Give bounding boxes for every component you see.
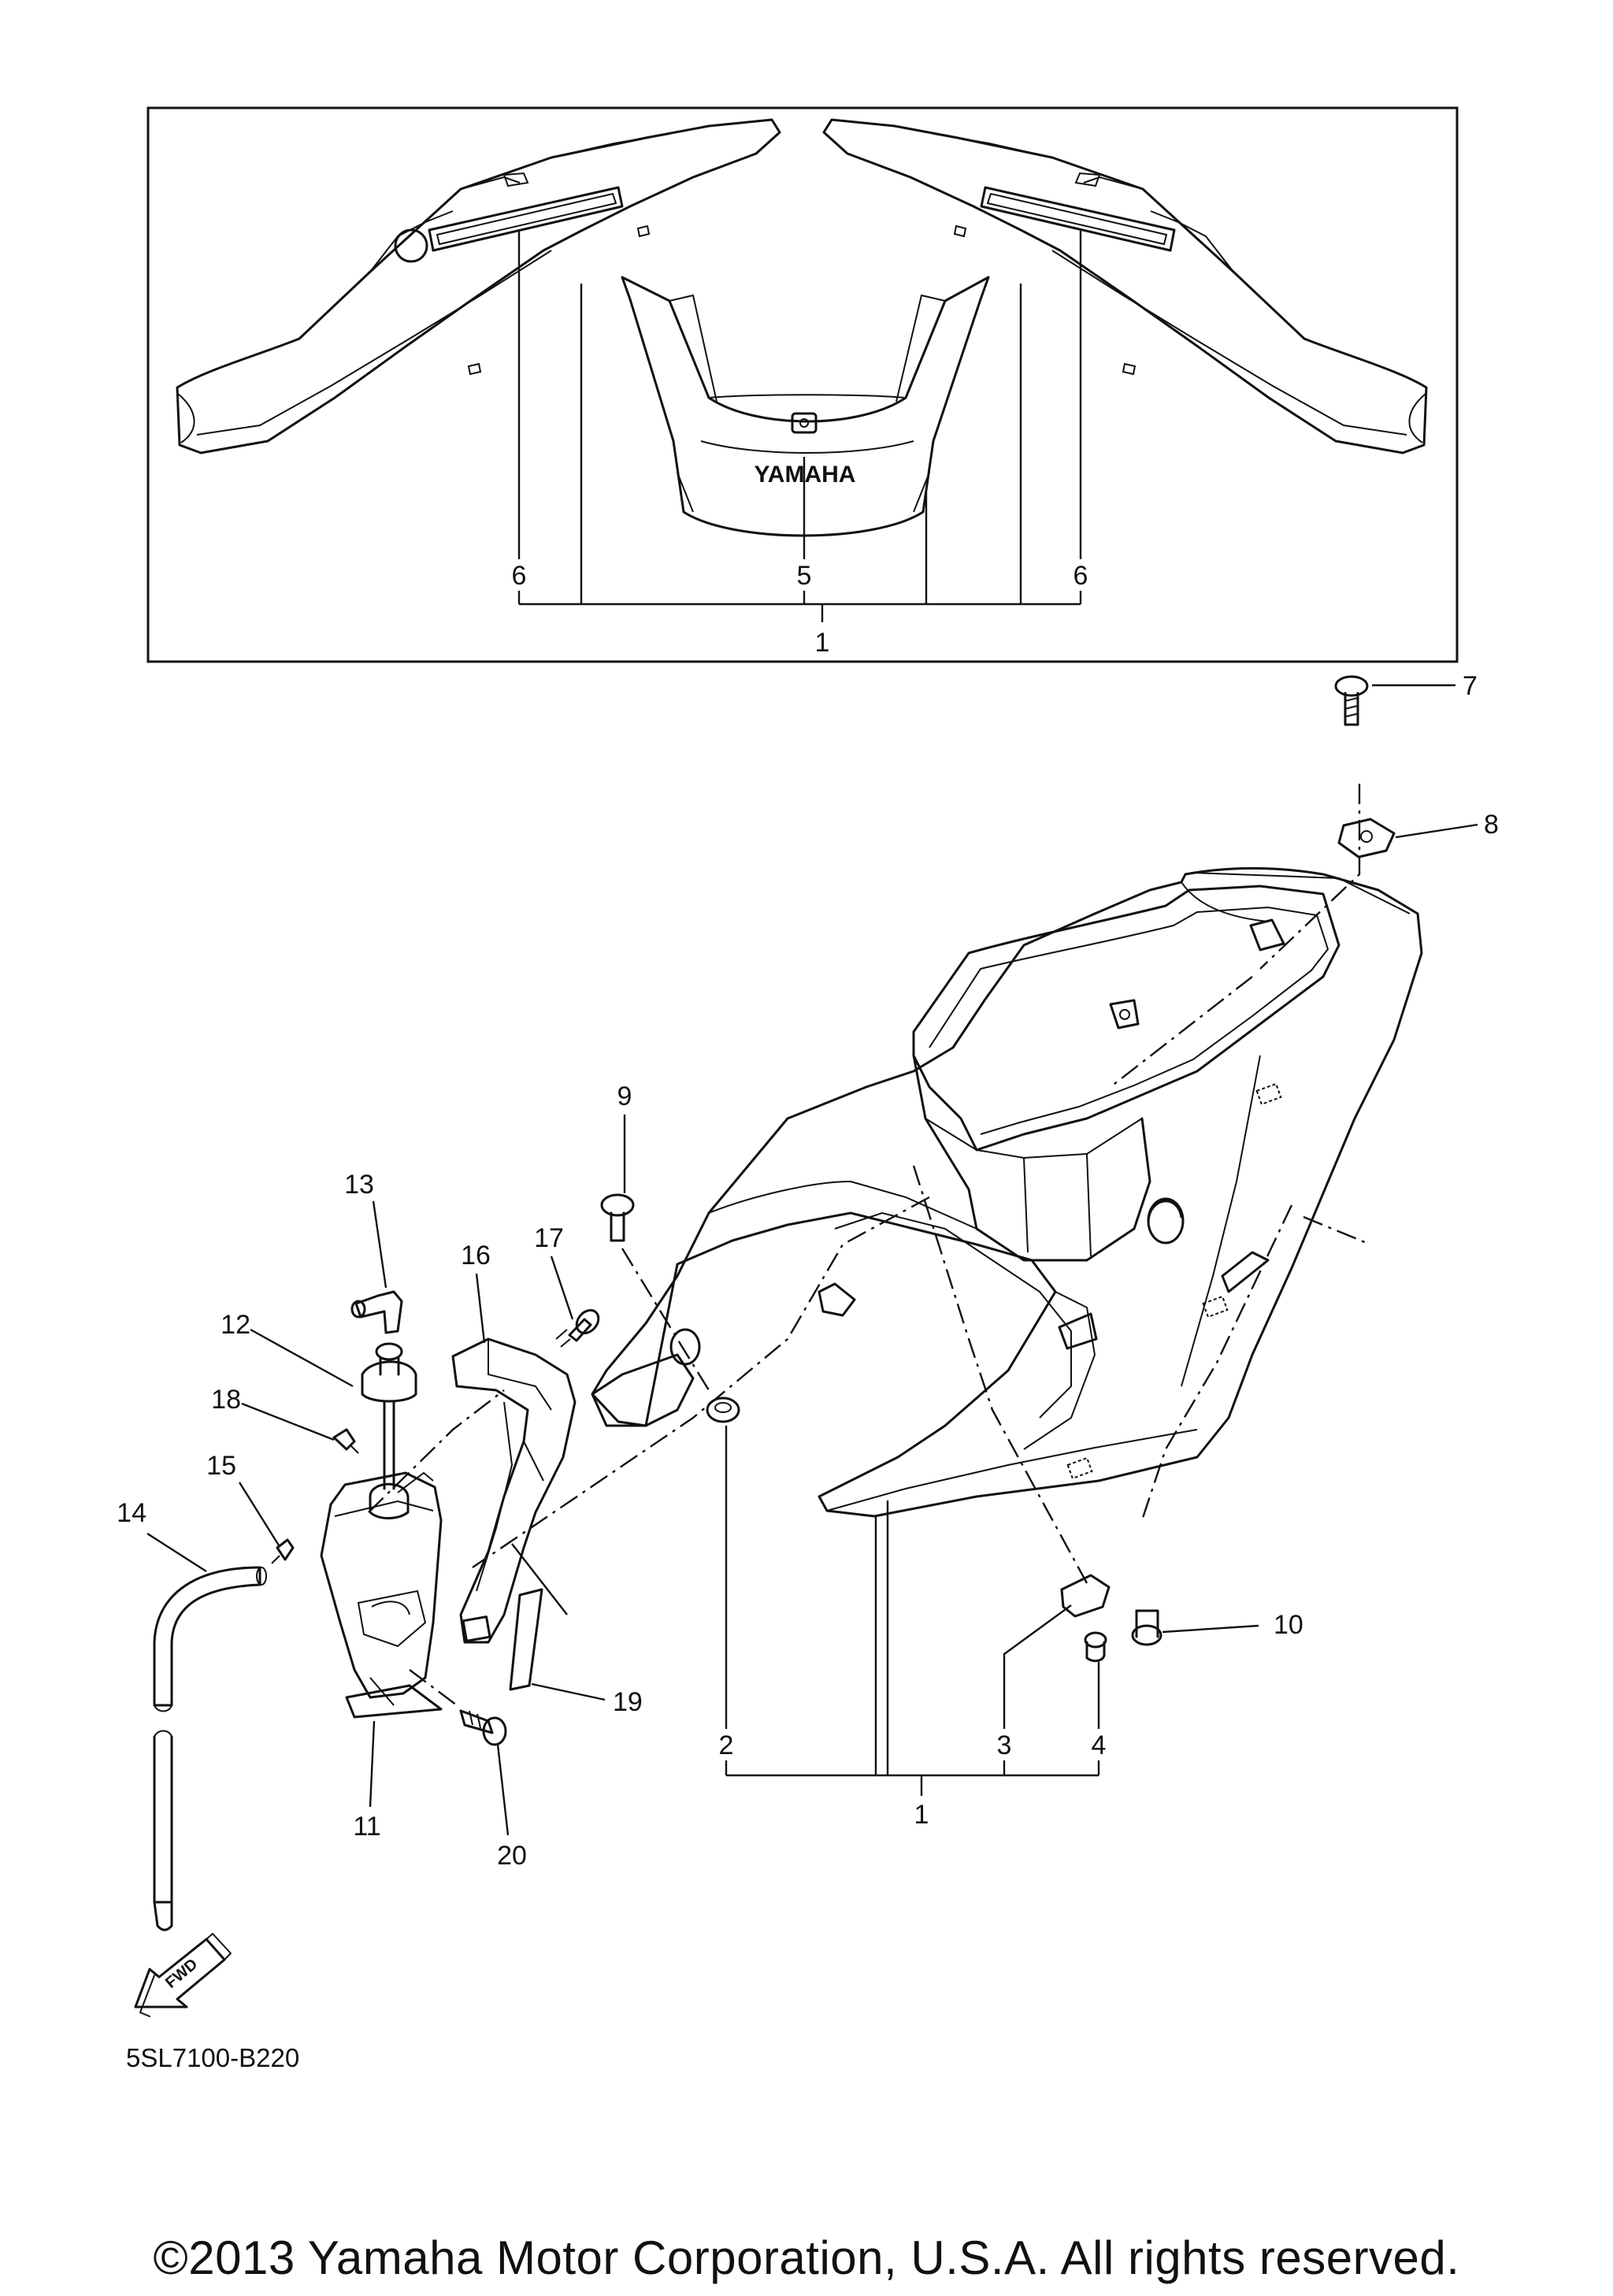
bracket-16	[451, 1337, 577, 1644]
fwd-arrow-icon	[134, 1933, 232, 2017]
hose-14	[153, 1566, 267, 1931]
bolt-20	[459, 1709, 507, 1746]
screw-7	[1334, 675, 1369, 726]
left-dash-lines-2	[409, 1669, 458, 1706]
inset-frame	[146, 106, 1459, 663]
reservoir-tank-11	[320, 1471, 443, 1719]
clip-18	[332, 1428, 359, 1454]
callout-6-right: 6	[1073, 561, 1088, 591]
callout-5: 5	[797, 561, 812, 591]
callout-11: 11	[353, 1812, 380, 1842]
callout-16: 16	[461, 1241, 491, 1270]
callout-8: 8	[1484, 810, 1499, 840]
cushion-19	[509, 1588, 543, 1691]
nut-8	[1337, 818, 1396, 859]
clip-15	[271, 1538, 295, 1564]
callout-9: 9	[617, 1081, 632, 1111]
callout-12: 12	[221, 1310, 250, 1340]
inset-leaders	[517, 230, 1082, 622]
grommet-2	[706, 1397, 740, 1423]
diagram-code: 5SL7100-B220	[126, 2043, 300, 2072]
callout-10: 10	[1274, 1610, 1303, 1640]
callout-6-left: 6	[512, 561, 527, 591]
callout-20: 20	[497, 1841, 527, 1871]
callout-3: 3	[997, 1730, 1012, 1760]
callout-15: 15	[206, 1451, 236, 1481]
callout-13: 13	[344, 1170, 374, 1200]
callout-7: 7	[1463, 671, 1478, 701]
cap-12	[361, 1342, 417, 1490]
lower-leaders	[725, 1426, 1100, 1796]
callout-1-bottom: 1	[914, 1800, 929, 1830]
callout-19: 19	[613, 1687, 643, 1717]
callout-18: 18	[211, 1385, 241, 1415]
center-tail-cowl	[621, 276, 990, 537]
assembly-dash-lines	[472, 784, 1371, 1584]
callout-4: 4	[1092, 1730, 1107, 1760]
left-side-cowl	[176, 118, 781, 454]
callout-17: 17	[534, 1223, 564, 1253]
fitting-13	[350, 1290, 403, 1334]
callout-1-top: 1	[815, 628, 830, 658]
copyright-notice: ©2013 Yamaha Motor Corporation, U.S.A. A…	[153, 2231, 1460, 2284]
left-leaders	[146, 1200, 606, 1836]
callout-2: 2	[719, 1730, 734, 1760]
left-dash-lines	[368, 1389, 505, 1513]
screw-17	[555, 1309, 600, 1348]
callout-14: 14	[117, 1498, 146, 1528]
bolt-4	[1084, 1631, 1107, 1663]
screw-9	[600, 1193, 635, 1242]
right-side-cowl	[822, 118, 1428, 454]
clip-nut-3	[1060, 1574, 1111, 1618]
bolt-10	[1131, 1609, 1162, 1646]
rear-cowl-assembly	[591, 867, 1423, 1518]
